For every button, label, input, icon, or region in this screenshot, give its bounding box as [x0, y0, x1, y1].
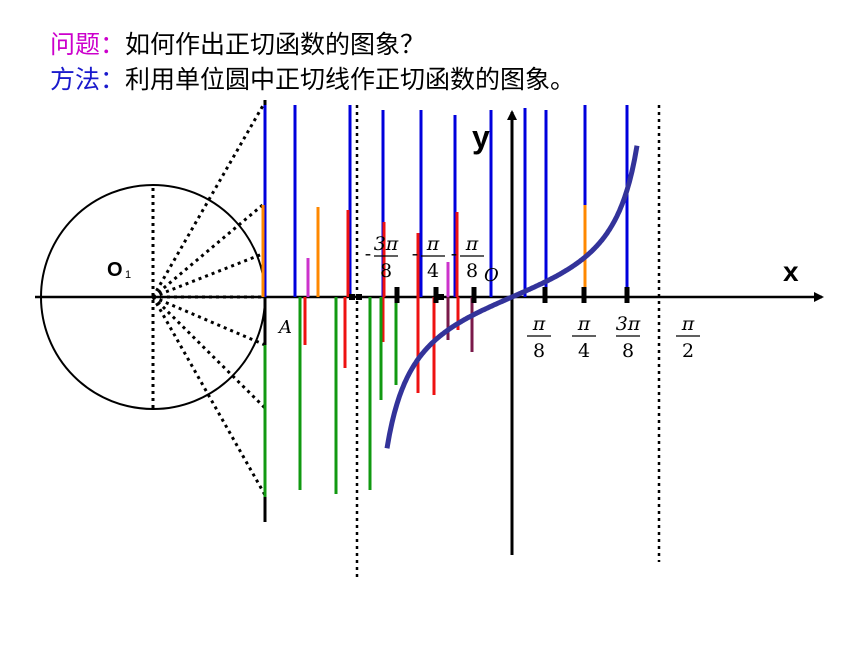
origin-label: O — [484, 265, 499, 286]
fraction-numerator: 3π — [374, 233, 399, 255]
fraction-numerator: π — [426, 233, 440, 255]
fraction-numerator: π — [465, 233, 479, 255]
fraction-denominator: 8 — [533, 340, 545, 362]
tick-marks — [349, 287, 630, 303]
neg-tick-label: π 8- — [451, 233, 484, 282]
fraction-denominator: 8 — [622, 340, 634, 362]
method-text: 利用单位圆中正切线作正切函数的图象。 — [125, 65, 576, 94]
fraction-numerator: π — [681, 313, 695, 335]
angle-ray — [151, 296, 267, 496]
x-dot — [356, 294, 362, 300]
y-axis-label: y — [472, 119, 490, 155]
circle-center-subscript: 1 — [125, 269, 131, 281]
pos-tick-label: π8 — [527, 313, 551, 362]
point-a-label: A — [277, 317, 292, 338]
question-text: 如何作出正切函数的图象？ — [125, 30, 426, 59]
fraction-denominator: 2 — [682, 340, 694, 362]
fraction-sign: - — [412, 243, 418, 265]
x-dot — [349, 294, 355, 300]
pos-tick-label: π4 — [572, 313, 596, 362]
tangent-segments — [261, 105, 629, 497]
negative-tick-labels: 3π8-π4-π8- — [365, 233, 484, 282]
fraction-numerator: 3π — [616, 313, 641, 335]
question-label: 问题： — [50, 30, 126, 59]
question-line: 问题：如何作出正切函数的图象？ — [50, 30, 425, 60]
fraction-numerator: π — [577, 313, 591, 335]
angle-ray — [152, 201, 266, 299]
circle-center-label: O — [107, 259, 123, 281]
fraction-denominator: 4 — [427, 260, 439, 282]
angle-ray — [151, 101, 267, 298]
pos-tick-label: π2 — [676, 313, 700, 362]
method-line: 方法：利用单位圆中正切线作正切函数的图象。 — [50, 65, 575, 95]
method-label: 方法： — [50, 65, 126, 94]
fraction-numerator: π — [532, 313, 546, 335]
fraction-sign: - — [451, 243, 457, 265]
angle-ray — [152, 295, 266, 347]
fraction-sign: - — [365, 243, 371, 265]
x-dot — [438, 294, 444, 300]
fraction-denominator: 8 — [466, 260, 478, 282]
neg-tick-label: π 4- — [412, 233, 445, 282]
pos-tick-label: 3π8 — [616, 313, 641, 362]
angle-ray — [152, 251, 266, 299]
neg-tick-label: 3π 8- — [365, 233, 399, 282]
x-axis-label: x — [783, 256, 799, 287]
fraction-denominator: 4 — [578, 340, 590, 362]
fraction-denominator: 8 — [380, 260, 392, 282]
angle-ray — [151, 295, 267, 410]
angle-rays — [151, 101, 267, 496]
tangent-curve — [384, 145, 640, 449]
